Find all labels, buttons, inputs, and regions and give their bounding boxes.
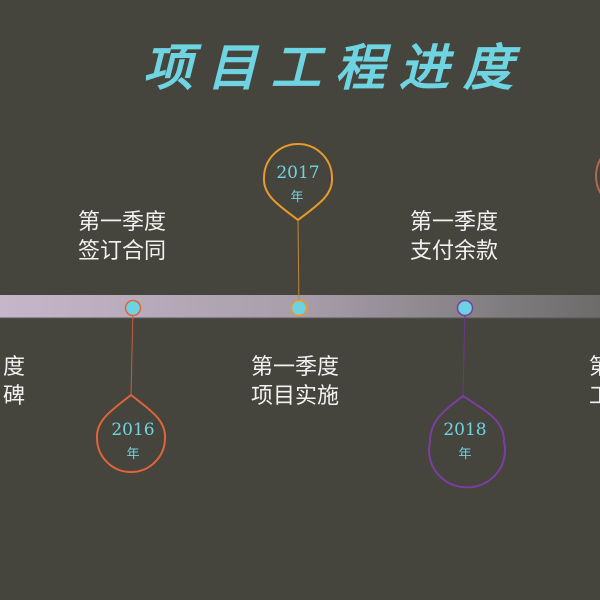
timeline-dot bbox=[456, 299, 474, 317]
milestone-label-2016: 第一季度 签订合同 bbox=[52, 208, 192, 266]
milestone-2016-marker: 2016 年 bbox=[95, 299, 167, 473]
label-event: 碑 bbox=[2, 384, 25, 409]
label-quarter: 度 bbox=[2, 355, 25, 380]
milestone-2018-marker: 2018 年 bbox=[428, 299, 506, 489]
year-unit: 年 bbox=[458, 447, 471, 462]
label-quarter: 第一季度 bbox=[409, 210, 498, 235]
label-event: 支付余款 bbox=[409, 239, 498, 264]
milestone-partial-marker bbox=[595, 157, 600, 195]
milestone-label-partial-left: 度 碑 bbox=[0, 353, 25, 411]
milestone-label-2018: 第一季度 支付余款 bbox=[384, 208, 524, 266]
label-event: 签订合同 bbox=[77, 239, 166, 264]
timeline-dot bbox=[290, 299, 308, 317]
label-event: 项目实施 bbox=[250, 384, 339, 409]
year-2016: 2016 bbox=[111, 420, 154, 440]
year-unit: 年 bbox=[126, 447, 139, 462]
slide-title: 项目工程进度 bbox=[143, 38, 527, 97]
year-2018: 2018 bbox=[443, 420, 486, 440]
milestone-label-partial-right: 第 工 bbox=[589, 353, 600, 411]
label-event: 工 bbox=[589, 382, 600, 411]
label-quarter: 第 bbox=[589, 353, 600, 382]
year-2017: 2017 bbox=[276, 163, 319, 183]
timeline-dot bbox=[124, 299, 142, 317]
milestone-label-2017: 第一季度 项目实施 bbox=[225, 353, 365, 411]
milestone-2017-marker: 2017 年 bbox=[262, 143, 334, 317]
label-quarter: 第一季度 bbox=[250, 355, 339, 380]
label-quarter: 第一季度 bbox=[77, 210, 166, 235]
year-unit: 年 bbox=[290, 190, 303, 205]
